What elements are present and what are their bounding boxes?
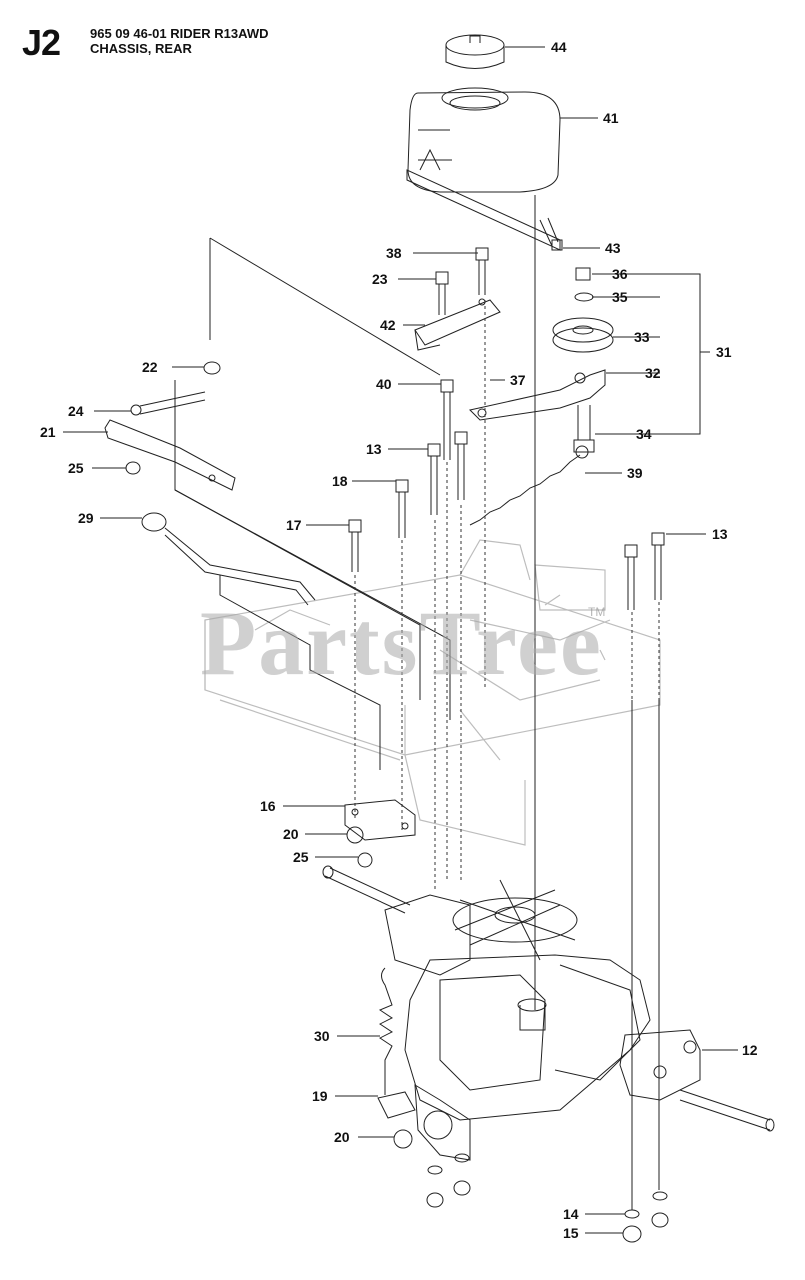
label-31: 31 [716, 344, 732, 360]
idler-arm [469, 369, 606, 421]
spring-30 [378, 967, 393, 1095]
label-30: 30 [314, 1028, 330, 1044]
label-20-lower: 20 [334, 1129, 350, 1145]
label-13-right: 13 [712, 526, 728, 542]
label-16: 16 [260, 798, 276, 814]
section-title: CHASSIS, REAR [90, 41, 192, 56]
label-33: 33 [634, 329, 650, 345]
bolt-13b2 [651, 532, 665, 600]
panel-outline-a [174, 237, 451, 720]
label-34: 34 [636, 426, 652, 442]
label-24: 24 [68, 403, 84, 419]
label-29: 29 [78, 510, 94, 526]
spring-39 [469, 454, 581, 526]
label-21: 21 [40, 424, 56, 440]
label-23: 23 [372, 271, 388, 287]
label-25-lower: 25 [293, 849, 309, 865]
label-37: 37 [510, 372, 526, 388]
nut-22 [203, 361, 221, 375]
label-25-upper: 25 [68, 460, 84, 476]
bottom-nuts [426, 1153, 669, 1243]
label-41: 41 [603, 110, 619, 126]
label-22: 22 [142, 359, 158, 375]
label-39: 39 [627, 465, 643, 481]
bracket-19 [377, 1091, 416, 1119]
label-32: 32 [645, 365, 661, 381]
bolt-13c [454, 431, 468, 500]
link-24 [130, 391, 206, 416]
label-43: 43 [605, 240, 621, 256]
label-36: 36 [612, 266, 628, 282]
diagram-header: J2 965 09 46-01 RIDER R13AWD CHASSIS, RE… [0, 0, 805, 70]
bolt-18 [395, 479, 409, 538]
bolt-13b1 [624, 544, 638, 610]
lever-21 [104, 419, 236, 491]
bracket-42 [414, 298, 501, 351]
label-17: 17 [286, 517, 302, 533]
idler-pulley [552, 317, 614, 353]
watermark-trademark: TM [588, 605, 606, 619]
label-38: 38 [386, 245, 402, 261]
nut-25b [357, 852, 373, 868]
fuel-cap [445, 34, 505, 69]
nut-25a [125, 461, 141, 475]
spacer-block-16 [344, 799, 416, 841]
bolt-13a [427, 443, 441, 515]
label-35: 35 [612, 289, 628, 305]
label-14: 14 [563, 1206, 579, 1222]
bolt-34 [573, 405, 595, 453]
nut-20a [346, 826, 364, 844]
label-19: 19 [312, 1088, 328, 1104]
leader-lines [63, 46, 738, 1234]
panel-outline-b [219, 575, 381, 770]
label-15: 15 [563, 1225, 579, 1241]
label-18: 18 [332, 473, 348, 489]
transaxle [322, 865, 775, 1161]
nut-36 [575, 267, 591, 281]
label-44: 44 [551, 39, 567, 55]
bolt-40 [440, 379, 454, 460]
label-42: 42 [380, 317, 396, 333]
model-title: 965 09 46-01 RIDER R13AWD [90, 26, 269, 41]
tank-strap [406, 169, 561, 251]
bolt-43 [539, 217, 563, 251]
label-40: 40 [376, 376, 392, 392]
label-12: 12 [742, 1042, 758, 1058]
watermark: PartsTree [200, 592, 603, 694]
bolt-38 [475, 247, 489, 295]
bolt-23 [435, 271, 449, 315]
fuel-tank [407, 87, 561, 193]
bolt-17 [348, 519, 362, 572]
chassis-frame-ghost [204, 539, 661, 846]
page-code: J2 [22, 22, 61, 63]
washer-35 [574, 292, 594, 302]
label-13-upper: 13 [366, 441, 382, 457]
rod-29 [141, 512, 316, 606]
nut-20b [393, 1129, 413, 1149]
label-20-upper: 20 [283, 826, 299, 842]
